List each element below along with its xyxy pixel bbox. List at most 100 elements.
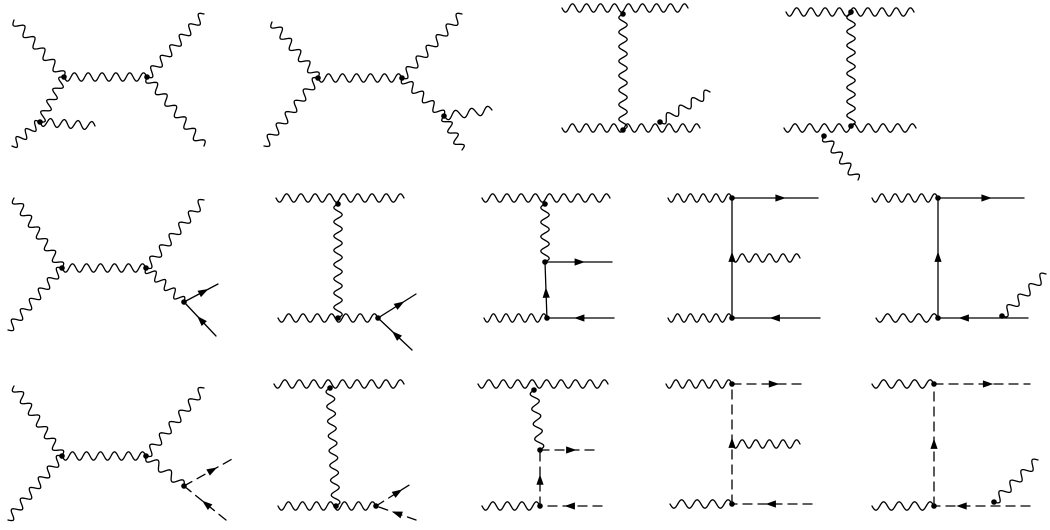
gluon-line	[11, 385, 65, 457]
gluon-line	[145, 455, 185, 487]
gluon-line	[145, 76, 206, 147]
gluon-line	[441, 115, 465, 151]
vertex-dot	[821, 133, 827, 139]
gluon-line	[146, 12, 205, 79]
vertex-dot	[931, 503, 937, 509]
gluon-line	[821, 135, 861, 181]
vertex-dot	[729, 315, 735, 321]
gluon-line	[7, 454, 63, 522]
vertex-dot	[373, 503, 379, 509]
vertex-dot	[848, 123, 854, 129]
arrow-head	[934, 251, 942, 262]
arrow-head	[566, 446, 577, 454]
vertex-dot	[37, 119, 43, 125]
arrow-head	[775, 194, 786, 202]
vertex-dot	[537, 503, 543, 509]
panel-gluon-t-channel-emission-bottom-right	[561, 3, 711, 133]
arrow-head	[202, 500, 213, 510]
vertex-dot	[729, 381, 735, 387]
vertex-dot	[181, 299, 187, 305]
panel-gluon-s-channel-external-emission	[11, 12, 206, 149]
panel-s-channel-ghost-pair	[7, 385, 235, 522]
panel-t-channel-ghost-pair	[273, 379, 417, 521]
gluon-line	[270, 21, 320, 79]
gluon-line	[12, 19, 66, 78]
gluon-line	[11, 119, 41, 149]
vertex-dot	[620, 127, 626, 133]
vertex-dot	[729, 501, 735, 507]
gluon-line	[39, 117, 96, 131]
gluon-line	[481, 193, 611, 203]
arrow-head	[564, 502, 575, 510]
gluon-line	[7, 266, 63, 332]
arrow-head	[982, 380, 994, 388]
gluon-line	[145, 198, 205, 270]
arrow-head	[981, 194, 992, 202]
gluon-line	[325, 387, 341, 507]
vertex-dot	[335, 201, 341, 207]
arrow-head	[930, 438, 938, 449]
gluon-line	[483, 313, 548, 323]
arrow-head	[197, 315, 207, 327]
gluon-line	[871, 193, 939, 203]
gluon-line	[665, 379, 733, 389]
vertex-dot	[59, 453, 65, 459]
vertex-dot	[729, 195, 735, 201]
arrow-head	[393, 301, 405, 310]
arrow-head	[197, 289, 209, 298]
panel-gluon-t-channel-emission-bottom-left	[783, 7, 917, 181]
arrow-head	[391, 489, 403, 498]
vertex-dot	[537, 447, 543, 453]
gluon-line	[333, 203, 343, 319]
panel-quark-box-gluon-bottom-right	[871, 193, 1047, 323]
vertex-dot	[181, 483, 187, 489]
gluon-line	[61, 451, 147, 461]
vertex-dot	[544, 315, 550, 321]
vertex-dot	[59, 265, 65, 271]
gluon-line	[11, 197, 65, 269]
panel-quark-exchange-gluon-top	[481, 193, 615, 323]
ghost-line	[183, 485, 227, 521]
panel-ghost-box-gluon-bottom-right	[871, 379, 1039, 511]
vertex-dot	[848, 9, 854, 15]
gluon-line	[144, 267, 186, 303]
panel-t-channel-quark-pair	[275, 193, 417, 351]
arrow-head	[391, 511, 403, 519]
arrow-head	[956, 502, 967, 510]
gluon-line	[1001, 272, 1047, 318]
gluon-line	[145, 386, 205, 458]
gluon-line	[540, 203, 550, 263]
arrow-head	[206, 467, 218, 476]
vertex-dot	[935, 315, 941, 321]
gluon-line	[277, 313, 379, 323]
gluon-line	[871, 501, 935, 511]
arrow-head	[391, 331, 403, 341]
gluon-line	[61, 263, 147, 273]
gluon-line	[263, 76, 319, 148]
panel-ghost-exchange-gluon-top	[477, 379, 609, 511]
gluon-line	[669, 499, 733, 509]
gluon-line	[277, 501, 377, 511]
arrow-head	[574, 258, 585, 266]
gluon-line	[667, 313, 733, 323]
vertex-dot	[61, 74, 67, 80]
vertex-dot	[333, 503, 339, 509]
arrow-head	[536, 474, 544, 485]
panel-gluon-s-channel-external-emission-right	[263, 12, 493, 151]
gluon-line	[561, 3, 689, 13]
gluon-line	[443, 105, 493, 121]
arrow-head	[728, 437, 736, 448]
vertex-dot	[143, 265, 149, 271]
gluon-line	[529, 389, 545, 451]
gluon-line	[871, 379, 935, 389]
gluon-line	[477, 379, 609, 389]
vertex-dot	[931, 381, 937, 387]
gluon-line	[875, 313, 939, 323]
vertex-dot	[542, 201, 548, 207]
gluon-line	[273, 379, 405, 389]
vertex-dot	[327, 385, 333, 391]
arrow-head	[958, 314, 969, 322]
gluon-line	[731, 253, 801, 263]
vertex-dot	[375, 315, 381, 321]
